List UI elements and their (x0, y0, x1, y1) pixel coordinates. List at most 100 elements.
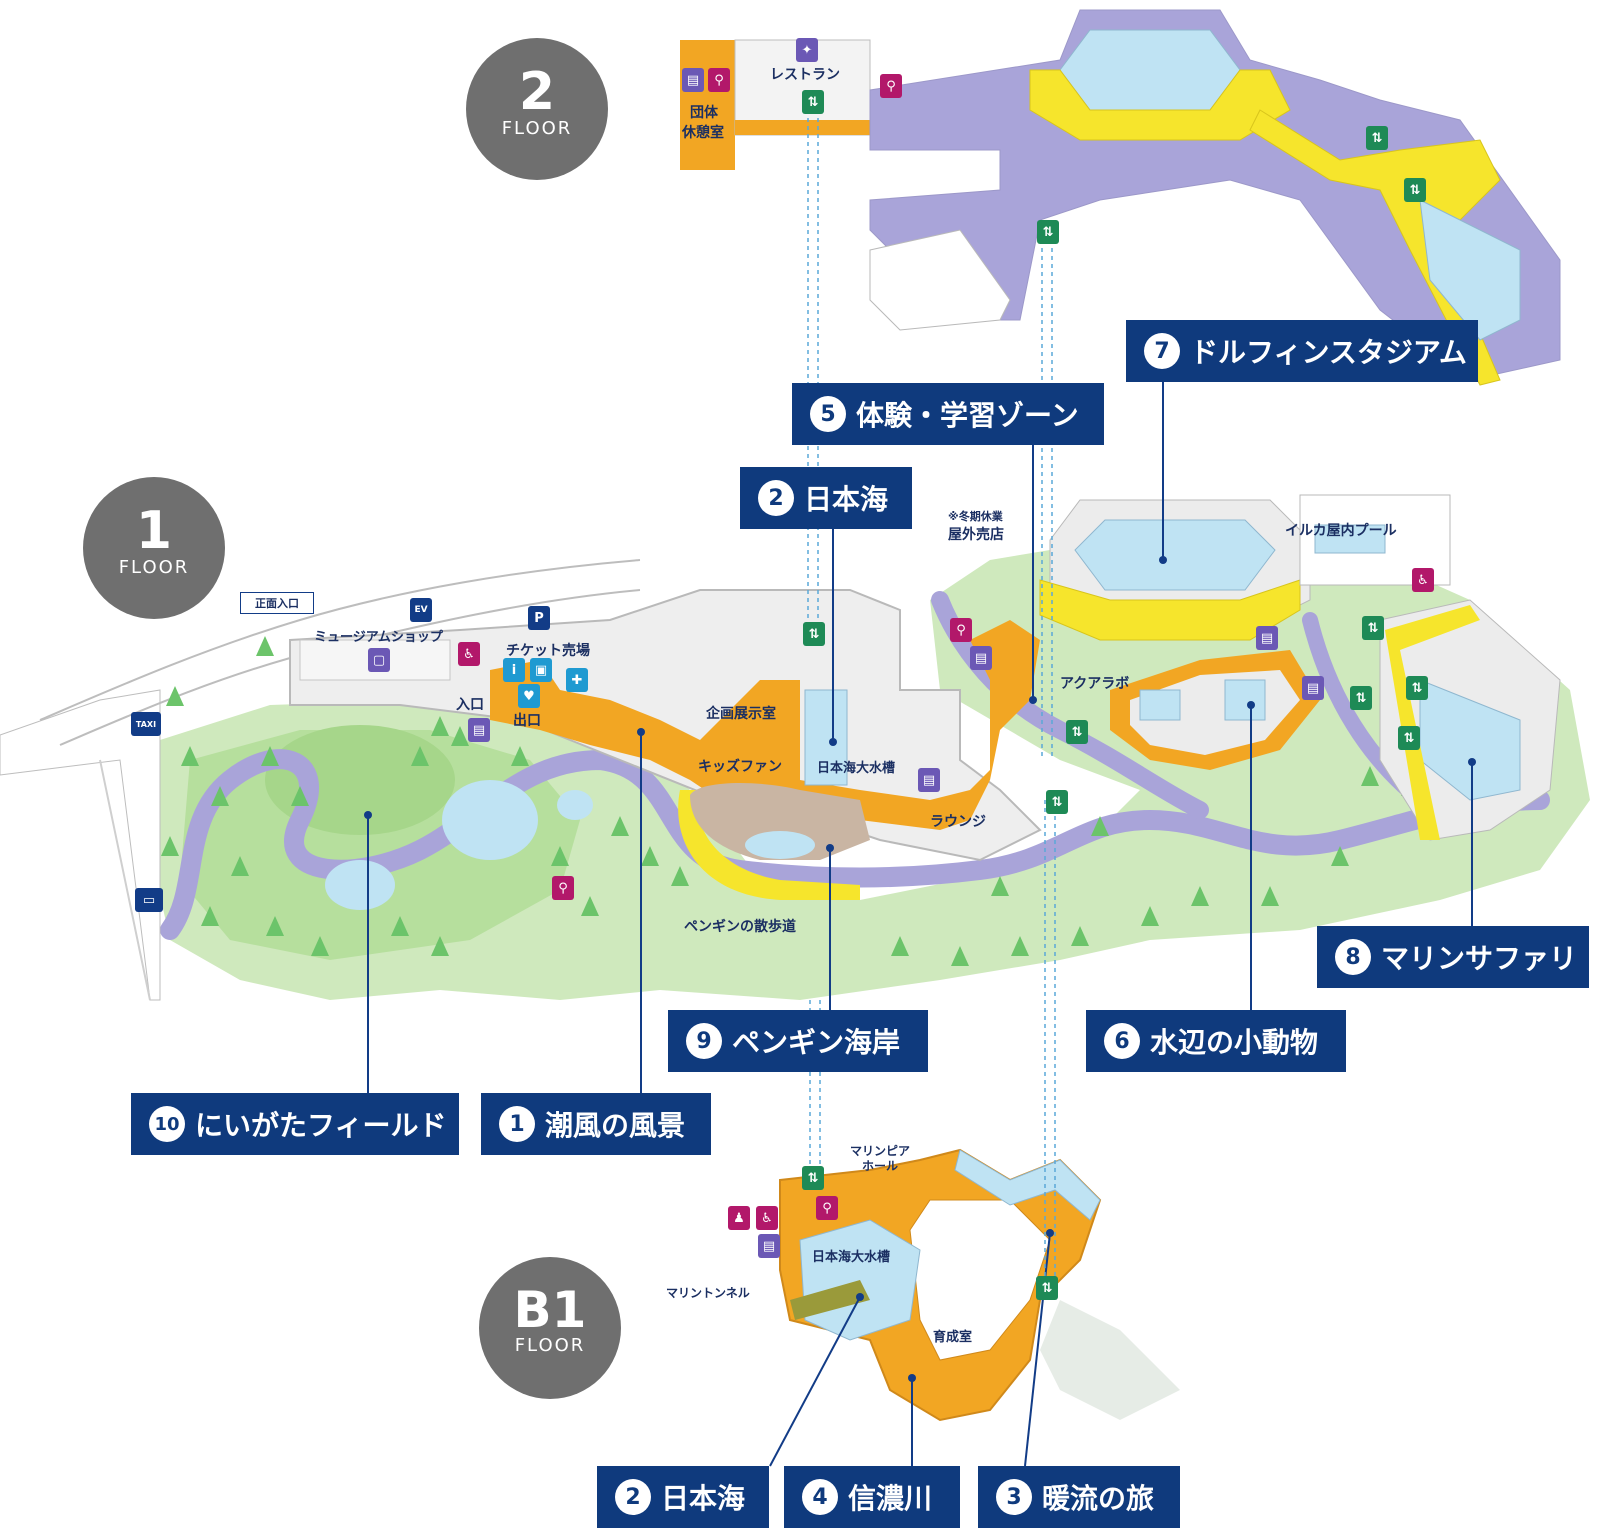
label-exit: 出口 (513, 713, 541, 729)
zone-number-badge: 2 (758, 480, 794, 516)
taxi-icon: TAXI (131, 712, 161, 736)
zone-label-text: 日本海 (804, 483, 889, 516)
nursing-room-icon: ♟ (728, 1206, 750, 1230)
zone-number-badge: 2 (615, 1479, 651, 1515)
label-group-room-line2: 休憩室 (682, 125, 724, 141)
label-kids-fan: キッズファン (698, 759, 782, 775)
elevator-icon: ⇅ (1037, 220, 1059, 244)
label-dolphin-indoor-pool: イルカ屋内プール (1285, 523, 1397, 539)
accessible-restroom-icon: ♿ (756, 1206, 778, 1230)
elevator-icon: ⇅ (1404, 178, 1426, 202)
tree (391, 916, 409, 936)
zone-label-niigata-field[interactable]: 10 にいがたフィールド (131, 1093, 459, 1155)
zone-label-dolphin-stadium[interactable]: 7 ドルフィンスタジアム (1126, 320, 1478, 382)
tree (451, 726, 469, 746)
group-rest-room (680, 40, 735, 170)
zone-label-sea-of-japan-1f[interactable]: 2 日本海 (740, 467, 912, 529)
baby-room-icon: ▤ (468, 718, 490, 742)
zone-label-waterside-animals[interactable]: 6 水辺の小動物 (1086, 1010, 1346, 1072)
restroom-icon: ⚲ (950, 618, 972, 642)
tree (211, 786, 229, 806)
penguin-rock (690, 783, 870, 860)
tree (1261, 886, 1279, 906)
tree (951, 946, 969, 966)
floor-2-marker: 2 FLOOR (466, 38, 608, 180)
label-marine-pia-hall-line1: マリンピア (850, 1144, 911, 1158)
aed-icon: ♥ (518, 684, 540, 708)
elevator-sign-icon: EV (410, 598, 432, 622)
floor-1-marker: 1 FLOOR (83, 477, 225, 619)
exhibit-route-1f (490, 620, 1040, 830)
leader-lines (367, 378, 1473, 1467)
floor-number: 2 (518, 62, 556, 122)
tree (1071, 926, 1089, 946)
zone-number-badge: 5 (810, 396, 846, 432)
accessible-parking-icon: P (528, 606, 550, 630)
zone-label-text: ペンギン海岸 (732, 1026, 901, 1059)
elevator-icon: ⇅ (1066, 720, 1088, 744)
tree (671, 866, 689, 886)
label-aqua-lab: アクアラボ (1060, 676, 1130, 692)
tree (261, 746, 279, 766)
label-penguin-walk: ペンギンの散歩道 (684, 919, 796, 935)
zone-label-text: 潮風の風景 (545, 1109, 686, 1142)
baby-room-icon: ▤ (1256, 626, 1278, 650)
zone-label-warm-current[interactable]: 3 暖流の旅 (978, 1466, 1180, 1528)
floor-b1-marker: B1 FLOOR (479, 1257, 621, 1399)
tree (181, 746, 199, 766)
floor-number: B1 (513, 1281, 587, 1339)
label-marine-pia-hall-line2: ホール (862, 1159, 899, 1173)
zone-label-sea-of-japan-b1[interactable]: 2 日本海 (597, 1466, 769, 1528)
tree (291, 786, 309, 806)
zone-label-text: マリンサファリ (1381, 942, 1578, 975)
zone-label-text: 体験・学習ゾーン (856, 399, 1079, 432)
zone-label-sea-breeze-scenery[interactable]: 1 潮風の風景 (481, 1093, 711, 1155)
tree (891, 936, 909, 956)
zone-number-badge: 1 (499, 1106, 535, 1142)
baby-room-icon: ▤ (758, 1234, 780, 1258)
elevator-icon: ⇅ (803, 622, 825, 646)
zone-number-badge: 4 (802, 1479, 838, 1515)
tree (201, 906, 219, 926)
zone-number-badge: 3 (996, 1479, 1032, 1515)
zone-label-shinano-river[interactable]: 4 信濃川 (784, 1466, 960, 1528)
label-special-exhibit: 企画展示室 (706, 706, 776, 722)
elevator-icon: ⇅ (1366, 126, 1388, 150)
zone-label-experience-learning[interactable]: 5 体験・学習ゾーン (792, 383, 1104, 445)
tree (431, 716, 449, 736)
zone-label-text: にいがたフィールド (195, 1109, 447, 1142)
stadium-seats-2f (1029, 69, 1291, 141)
tree (581, 896, 599, 916)
label-nursery: 育成室 (933, 1330, 973, 1345)
zone-label-marine-safari[interactable]: 8 マリンサファリ (1317, 926, 1589, 988)
tree (1091, 816, 1109, 836)
tree (1361, 766, 1379, 786)
label-group-room-line1: 団体 (690, 105, 718, 121)
tree (266, 916, 284, 936)
zone-number-badge: 9 (686, 1023, 722, 1059)
pond (442, 780, 538, 860)
elevator-icon: ⇅ (802, 1166, 824, 1190)
label-main-entrance: 正面入口 (240, 592, 314, 614)
tree (1191, 886, 1209, 906)
restroom-icon: ⚲ (708, 68, 730, 92)
information-icon: i (503, 658, 525, 682)
label-entrance: 入口 (456, 697, 484, 713)
label-restaurant: レストラン (770, 67, 840, 83)
zone-label-text: ドルフィンスタジアム (1190, 336, 1467, 369)
baby-room-icon: ▤ (682, 68, 704, 92)
road (0, 689, 161, 1001)
restroom-icon: ⚲ (880, 74, 902, 98)
walkway (160, 749, 1550, 940)
zone-label-penguin-coast[interactable]: 9 ペンギン海岸 (668, 1010, 928, 1072)
floor-connectors (807, 110, 1056, 1280)
floor-word: FLOOR (118, 557, 190, 578)
label-ticket-office: チケット売場 (506, 643, 590, 659)
tree (551, 846, 569, 866)
elevator-icon: ⇅ (1036, 1276, 1058, 1300)
tree (1141, 906, 1159, 926)
tree (431, 936, 449, 956)
floor-word: FLOOR (501, 118, 573, 139)
zone-number-badge: 8 (1335, 939, 1371, 975)
